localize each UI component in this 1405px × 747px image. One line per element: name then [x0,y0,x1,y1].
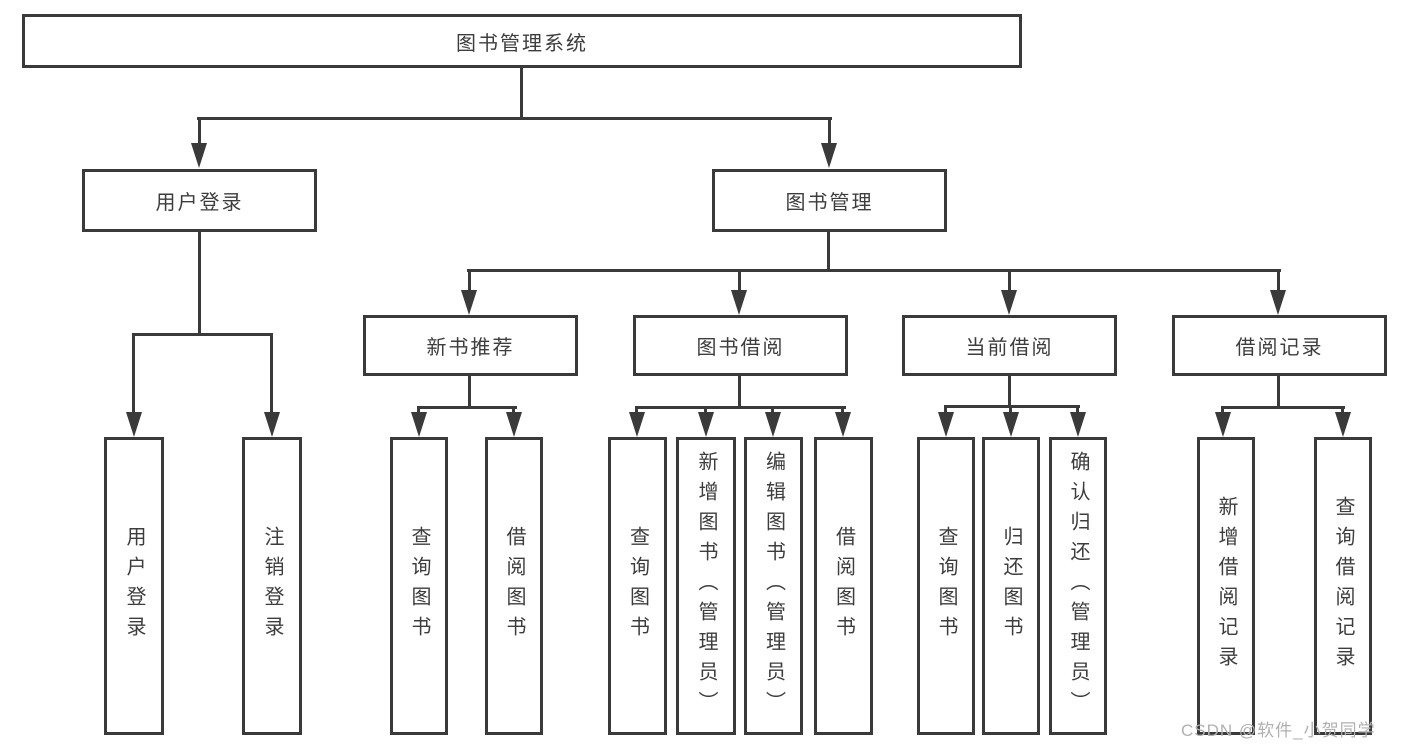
connector-current-stub [1008,376,1011,408]
arrowhead-leaf-user-login [126,412,142,437]
node-label: 图书借阅 [696,337,785,359]
leaf-logout: 注销登录 [242,437,302,735]
leaf-query-borrowing-record: 查询借阅记录 [1314,437,1372,735]
arrowhead-leaf-borrow-books [835,412,851,437]
connector-records-stub [1277,376,1280,409]
connector-level3-spread [467,269,1281,272]
leaf-add-books-admin: 新增图书（管理员） [676,437,736,735]
node-label: 图书管理系统 [456,32,588,55]
connector-to-leaf-user-login [132,333,135,414]
leaf-label: 查询图书 [408,526,430,646]
arrowhead-new-book-recommendation [461,290,477,315]
connector-root-stub [520,68,523,118]
leaf-label: 注销登录 [261,526,283,646]
leaf-label: 查询图书 [626,526,649,646]
leaf-return-books: 归还图书 [982,437,1040,735]
arrowhead-leaf-query-borrowing [629,412,645,437]
leaf-query-books-borrowing: 查询图书 [608,437,667,735]
leaf-label: 新增借阅记录 [1215,496,1237,676]
node-current-borrowing: 当前借阅 [902,315,1117,376]
leaf-label: 查询图书 [935,526,957,646]
leaf-query-books-current: 查询图书 [917,437,975,735]
leaf-label: 新增图书（管理员） [695,451,717,721]
arrowhead-leaf-edit-books [765,412,781,437]
leaf-add-borrowing-record: 新增借阅记录 [1197,437,1255,735]
leaf-user-login: 用户登录 [104,437,164,735]
arrowhead-leaf-query-record [1335,412,1351,437]
leaf-borrow-books-recommend: 借阅图书 [485,437,543,735]
connector-borrowing-spread [635,406,846,409]
connector-to-leaf-add-record [1221,406,1224,415]
connector-recommend-spread [417,406,517,409]
connector-to-leaf-query-record [1341,406,1344,415]
leaf-label: 借阅图书 [832,526,855,646]
arrowhead-book-management [821,143,837,168]
leaf-edit-books-admin: 编辑图书（管理员） [744,437,803,735]
connector-to-leaf-add-books [704,406,707,415]
arrowhead-current-borrowing [1001,290,1017,315]
connector-to-leaf-logout [270,333,273,414]
node-label: 新书推荐 [426,337,515,359]
node-label: 图书管理 [785,192,874,214]
leaf-label: 归还图书 [1000,526,1022,646]
arrowhead-book-borrowing [731,290,747,315]
connector-borrowing-stub [738,376,741,409]
leaf-label: 借阅图书 [503,526,525,646]
arrowhead-leaf-add-record [1215,412,1231,437]
connector-to-leaf-borrow-books [841,406,844,415]
arrowhead-leaf-query-current [938,412,954,437]
leaf-label: 编辑图书（管理员） [762,451,785,721]
arrowhead-leaf-logout [264,412,280,437]
node-new-book-recommendation: 新书推荐 [363,315,578,376]
connector-to-leaf-return-books [1009,405,1012,415]
arrowhead-leaf-add-books [698,412,714,437]
leaf-label: 用户登录 [123,526,145,646]
arrowhead-leaf-borrow-recommend [506,412,522,437]
node-label: 用户登录 [155,192,244,214]
connector-to-user-login [198,117,201,145]
connector-to-book-borrowing [738,269,741,292]
node-book-management: 图书管理 [712,169,947,232]
arrowhead-leaf-query-recommend [411,412,427,437]
connector-user-login-spread [132,333,273,336]
connector-to-leaf-edit-books [771,406,774,415]
node-label: 当前借阅 [965,337,1054,359]
connector-level1-spread [197,117,832,120]
node-root-library-management-system: 图书管理系统 [22,14,1022,68]
arrowhead-leaf-return-books [1003,412,1019,437]
node-label: 借阅记录 [1235,337,1324,359]
watermark: CSDN @软件_小贺同学 [1181,721,1376,740]
connector-to-leaf-borrow-recommend [512,406,515,415]
connector-to-leaf-query-recommend [417,406,420,415]
connector-records-spread [1221,406,1345,409]
connector-to-leaf-query-borrowing [635,406,638,415]
leaf-query-books-recommend: 查询图书 [390,437,448,735]
connector-to-leaf-query-current [944,405,947,415]
connector-to-current-borrowing [1008,269,1011,292]
connector-to-leaf-confirm-return [1076,405,1079,415]
node-user-login: 用户登录 [82,169,317,232]
arrowhead-borrowing-records [1270,290,1286,315]
connector-to-borrowing-records [1277,269,1280,292]
leaf-confirm-return-admin: 确认归还（管理员） [1049,437,1107,735]
connector-to-new-book-recommendation [468,269,471,292]
leaf-label: 查询借阅记录 [1332,496,1354,676]
node-borrowing-records: 借阅记录 [1172,315,1387,376]
arrowhead-user-login [191,143,207,168]
connector-recommend-stub [468,376,471,409]
connector-current-spread [944,405,1080,408]
connector-user-login-stub [198,232,201,336]
node-book-borrowing: 图书借阅 [633,315,848,376]
connector-to-book-management [828,117,831,145]
connector-book-management-stub [827,232,830,272]
arrowhead-leaf-confirm-return [1070,412,1086,437]
leaf-label: 确认归还（管理员） [1067,451,1089,721]
leaf-borrow-books: 借阅图书 [814,437,873,735]
